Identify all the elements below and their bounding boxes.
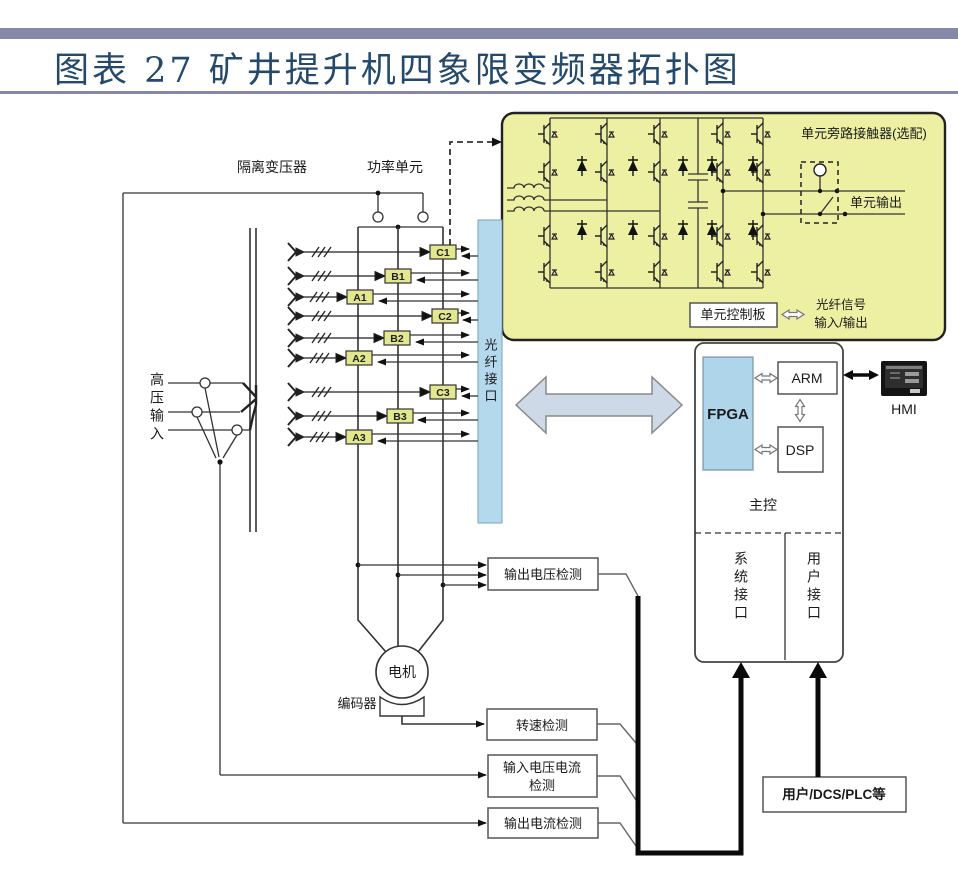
coil-phase-1 [507, 183, 550, 189]
hmi-label: HMI [891, 401, 917, 417]
unit-control-board-box [689, 302, 778, 328]
speed-detect-label: 转速检测 [516, 718, 568, 733]
external-arrowhead [809, 662, 827, 678]
svg-text:B3: B3 [393, 411, 407, 423]
fiber-exchange-arrow [514, 375, 684, 435]
speed-detect-box [486, 708, 598, 741]
dc-link-capacitors [688, 118, 708, 288]
fiber-interface-bar [477, 219, 503, 524]
power-cells [345, 244, 459, 445]
fiber-signal-label-2: 输入/输出 [814, 315, 867, 330]
encoder-label: 编码器 [337, 696, 376, 711]
fpga-block [702, 356, 754, 471]
dsp-block [777, 426, 824, 473]
contactor-switch [819, 176, 834, 215]
rail-terminal-1 [372, 211, 384, 223]
unit-control-board-label: 单元控制板 [700, 307, 765, 322]
fiber-interface-label: 光纤接口 [483, 338, 498, 406]
header-rule [0, 91, 958, 94]
system-interface-label: 系统接口 [733, 551, 749, 623]
feedback-arrowhead [732, 662, 750, 678]
contactor-coil [813, 163, 827, 177]
bypass-label: 单元旁路接触器(选配) [801, 126, 927, 141]
rail-terminal-2 [417, 211, 429, 223]
output-voltage-detect-label: 输出电压检测 [504, 567, 582, 582]
user-dcs-plc-label: 用户/DCS/PLC等 [782, 786, 886, 802]
transformer-core-lines [249, 228, 257, 532]
wye-junction [240, 382, 258, 431]
external-io-section: 用户/DCS/PLC等 [762, 662, 907, 813]
power-cell-labels: C1 B1 A1 C2 B2 A2 C3 B3 A3 [352, 247, 452, 444]
motor-label: 电机 [388, 664, 416, 680]
svg-text:A2: A2 [352, 353, 366, 365]
fiber-signal-label-1: 光纤信号 [816, 298, 866, 312]
topology-diagram: 单元旁路接触器(选配) 单元输出 单元控制板 光纤信号 输入/输出 隔离变压器 … [122, 111, 947, 856]
input-vc-detect-label-1: 输入电压电流 [503, 760, 581, 775]
power-cell-panel: 单元旁路接触器(选配) 单元输出 单元控制板 光纤信号 输入/输出 [500, 111, 947, 342]
motor-circle [375, 645, 429, 699]
bridge-buses [549, 117, 764, 289]
user-interface-label: 用户接口 [806, 551, 822, 623]
svg-text:B1: B1 [391, 271, 405, 283]
coil-phase-3 [507, 206, 660, 212]
feedback-bus [635, 596, 750, 856]
input-vc-detect-label-2: 检测 [529, 778, 555, 793]
svg-text:B2: B2 [390, 333, 404, 345]
isolation-transformer-label: 隔离变压器 [237, 159, 307, 175]
encoder-shape [379, 695, 425, 717]
arm-label: ARM [791, 370, 822, 386]
unit-output-lines [723, 190, 905, 215]
detection-section: 输出电压检测 转速检测 输入电压电流 检测 输出电流检测 [123, 557, 639, 847]
header-accent-bar [0, 28, 958, 39]
secondary-windings [287, 242, 434, 447]
fpga-label: FPGA [707, 406, 749, 423]
cell-to-panel-dashed-link [449, 141, 493, 245]
arm-block [777, 361, 838, 395]
input-vc-detect-box [487, 754, 598, 798]
dsp-label: DSP [786, 442, 815, 458]
main-control-unit: FPGA ARM DSP 主控 系统接口 用户接口 [694, 342, 844, 663]
input-rail-wiring [123, 190, 443, 230]
svg-text:A1: A1 [353, 292, 367, 304]
dashed-link-arrowhead [492, 137, 502, 147]
svg-text:A3: A3 [352, 432, 366, 444]
motor-section: 电机 编码器 [337, 645, 429, 717]
coil-phase-2 [507, 195, 607, 201]
figure-title: 图表 27 矿井提升机四象限变频器拓扑图 [54, 51, 741, 91]
svg-text:C3: C3 [436, 387, 450, 399]
output-voltage-detect-box [487, 557, 599, 591]
user-dcs-plc-box [762, 776, 907, 813]
unit-output-label: 单元输出 [850, 195, 902, 210]
power-unit-label: 功率单元 [367, 159, 423, 175]
svg-text:C2: C2 [438, 311, 452, 323]
bypass-contactor-box [800, 161, 839, 224]
hv-input-section: 高压输入 [149, 371, 258, 775]
main-control-label: 主控 [749, 497, 777, 513]
hmi-section: HMI [843, 361, 927, 417]
output-current-detect-label: 输出电流检测 [504, 816, 582, 831]
fiber-links [372, 245, 478, 445]
hv-input-label: 高压输入 [149, 371, 165, 444]
svg-text:C1: C1 [436, 247, 450, 259]
output-current-detect-box [487, 807, 599, 839]
